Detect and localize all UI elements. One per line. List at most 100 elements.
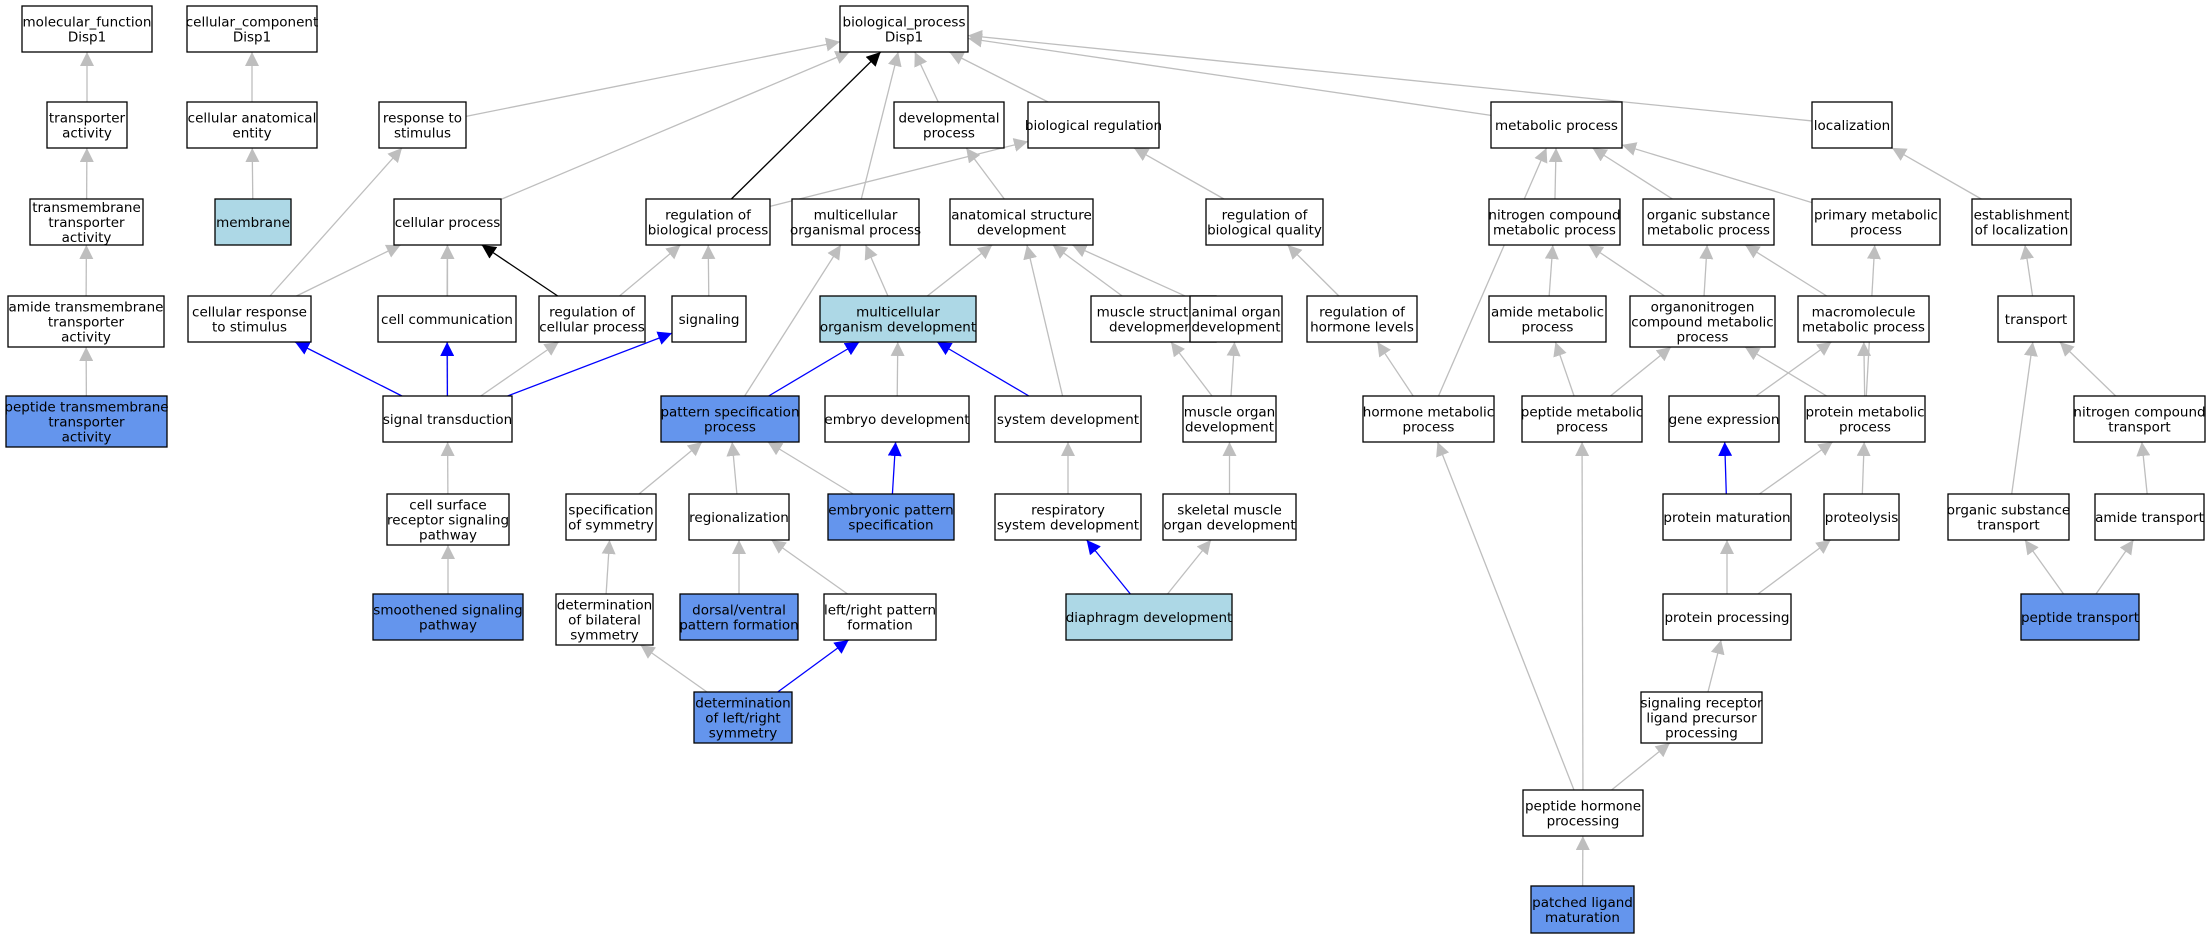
edge-osmp-to-mp [1592, 147, 1673, 200]
node-label: patched ligand [1532, 895, 1633, 911]
node-label: organismal process [790, 223, 921, 239]
node-label: transport [2005, 312, 2067, 328]
node-pmat[interactable]: protein maturation [1662, 493, 1792, 541]
node-label: pathway [419, 528, 477, 544]
node-label: regionalization [689, 510, 789, 526]
node-cco[interactable]: cell communication [377, 295, 517, 343]
node-label: animal organ [1191, 305, 1280, 321]
edge-rcp-to-cp [481, 244, 559, 297]
node-label: determination [557, 598, 652, 614]
node-mp[interactable]: metabolic process [1490, 101, 1623, 149]
edge-nct-to-tr [2059, 341, 2117, 397]
node-box [7, 295, 165, 348]
node-box [1642, 198, 1775, 246]
node-label: protein maturation [1663, 510, 1790, 526]
edge-tr-to-eol [2020, 244, 2034, 297]
node-box [994, 493, 1142, 541]
node-diad[interactable]: diaphragm development [1065, 593, 1233, 641]
node-label: organonitrogen [1651, 300, 1755, 316]
node-ptr[interactable]: peptide transport [2020, 593, 2140, 641]
node-reg[interactable]: regionalization [688, 493, 790, 541]
node-box [1490, 101, 1623, 149]
node-sig[interactable]: signaling [671, 295, 747, 343]
node-label: pattern specification [660, 405, 799, 421]
edges-layer [79, 29, 2151, 887]
node-box [1629, 295, 1776, 348]
edge-crs-to-cp [296, 244, 401, 297]
node-st[interactable]: signal transduction [382, 395, 513, 443]
node-label: protein metabolic [1805, 405, 1924, 421]
node-loc[interactable]: localization [1811, 101, 1893, 149]
node-label: cellular anatomical [188, 111, 317, 127]
node-amt[interactable]: amide transport [2094, 493, 2205, 541]
node-box [1811, 101, 1893, 149]
edge-amt-to-nct [2136, 441, 2151, 495]
node-prot[interactable]: proteolysis [1823, 493, 1900, 541]
edge-hmp-to-mp [1437, 147, 1548, 397]
edge-mod2-to-aod [1226, 341, 1241, 397]
node-sd[interactable]: system development [994, 395, 1142, 443]
node-ed[interactable]: embryo development [824, 395, 970, 443]
node-box [1522, 789, 1644, 837]
node-cp[interactable]: cellular process [393, 198, 502, 246]
node-box [187, 295, 312, 343]
node-box [671, 295, 747, 343]
node-br[interactable]: biological regulation [1025, 101, 1162, 149]
node-pproc[interactable]: protein processing [1662, 593, 1792, 641]
node-label: of left/right [705, 711, 780, 727]
node-mem[interactable]: membrane [214, 198, 292, 246]
node-box [994, 395, 1142, 443]
node-tr[interactable]: transport [1997, 295, 2075, 343]
node-ge[interactable]: gene expression [1668, 395, 1780, 443]
node-label: peptide metabolic [1521, 405, 1643, 421]
node-label: process [1403, 420, 1455, 436]
